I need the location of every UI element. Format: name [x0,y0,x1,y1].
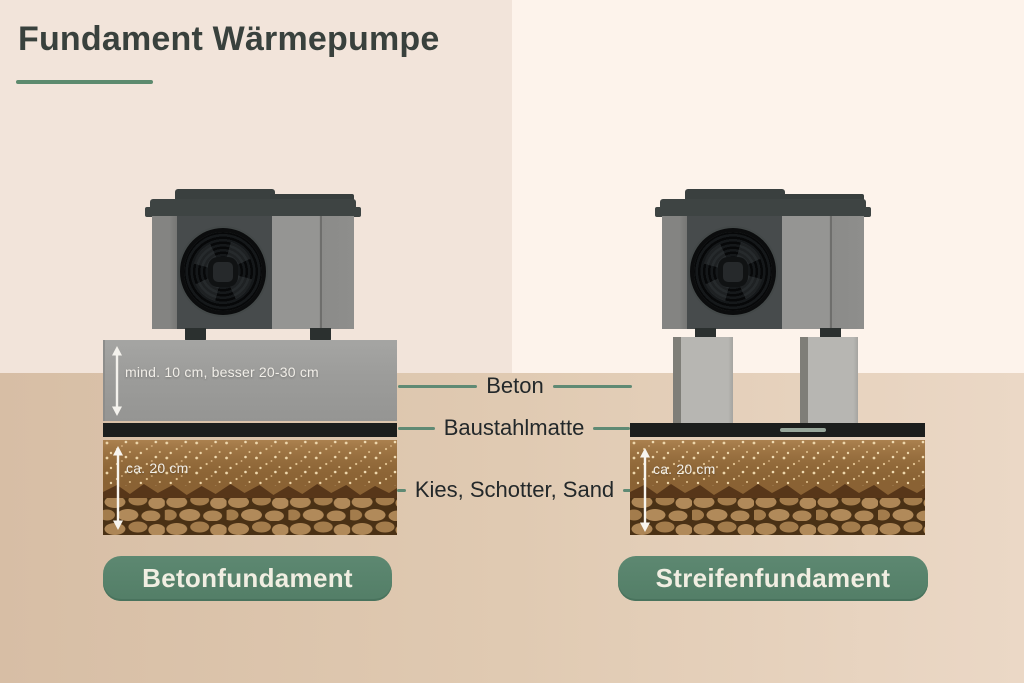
callout-beton: Beton [398,373,632,399]
gravel-texture [630,440,925,535]
concrete-slab [103,340,397,421]
panel-seam [830,216,832,329]
heat-pump-top-tab [780,194,864,203]
heat-pump-side-panel [152,216,177,329]
heat-pump-edge [863,207,871,217]
heat-pump-edge [655,207,663,217]
gravel-texture [103,440,397,535]
heat-pump-side-panel [782,216,864,329]
gravel-depth-label-left: ca. 20 cm [126,460,189,476]
callout-kies-schotter-sand: Kies, Schotter, Sand [397,477,632,503]
double-arrow-icon [112,346,122,416]
caption-text: Streifenfundament [655,563,891,593]
rebar-mat-right [630,423,925,437]
kies-label: Kies, Schotter, Sand [414,477,615,502]
heat-pump-top-tab [175,189,275,201]
callout-baustahlmatte: Baustahlmatte [398,415,631,441]
beton-label: Beton [486,373,544,398]
connector-line [397,488,406,492]
strip-foundation-pillar [800,337,858,424]
caption-text: Betonfundament [142,563,353,593]
caption-streifenfundament: Streifenfundament [618,556,928,601]
connector-line [552,384,632,388]
connector-line [623,488,632,492]
gravel-depth-label-right: ca. 20 cm [653,461,716,477]
fan-icon [184,232,262,311]
rebar-highlight [780,428,826,432]
double-arrow-icon [113,446,123,530]
slab-thickness-label: mind. 10 cm, besser 20-30 cm [125,364,319,380]
title-underline [16,80,153,84]
heat-pump-unit-right [655,189,871,341]
baustahlmatte-label: Baustahlmatte [443,415,585,440]
heat-pump-side-panel [272,216,354,329]
connector-line [398,426,435,430]
heat-pump-top-tab [685,189,785,201]
heat-pump-unit-left [145,189,361,341]
panel-seam [320,216,322,329]
rebar-mat-left [103,423,397,437]
double-arrow-icon [640,448,650,532]
heat-pump-lid [660,199,866,217]
gravel-bed-left [103,440,397,535]
caption-betonfundament: Betonfundament [103,556,392,601]
page-title: Fundament Wärmepumpe [18,20,440,58]
strip-foundation-pillar [673,337,733,424]
gravel-bed-right [630,440,925,535]
connector-line [593,426,631,430]
heat-pump-side-panel [662,216,687,329]
heat-pump-foot [310,328,331,341]
heat-pump-edge [145,207,153,217]
heat-pump-foot [185,328,206,341]
fan-icon [694,232,772,311]
connector-line [398,384,478,388]
heat-pump-edge [353,207,361,217]
heat-pump-lid [150,199,356,217]
heat-pump-top-tab [270,194,354,203]
